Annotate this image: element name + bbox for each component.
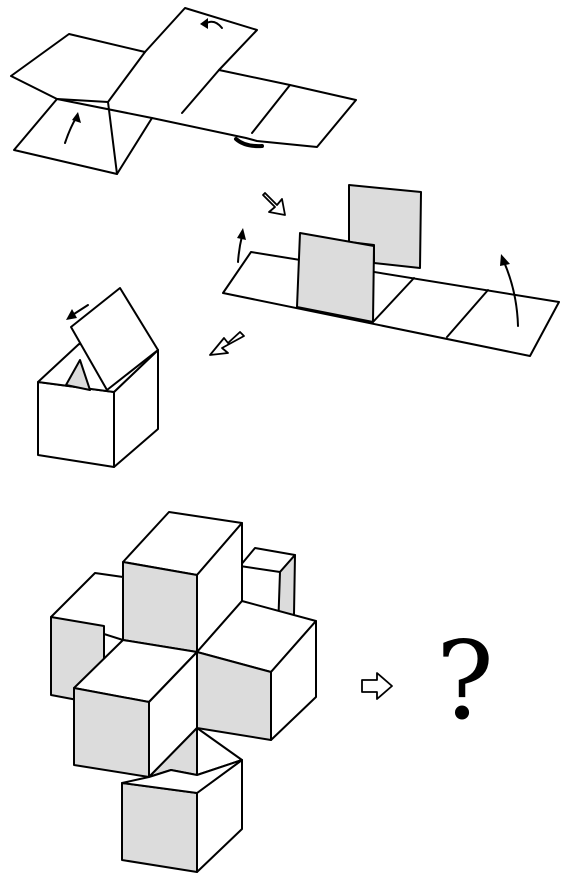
step-arrow-icon: [210, 332, 244, 355]
box-front-face: [38, 382, 114, 467]
cube-cross-assembly: [51, 512, 316, 872]
step-arrow-icon: [263, 193, 285, 215]
raised-face-front: [297, 233, 374, 322]
step-arrow-icon: [362, 673, 392, 699]
net-outline: [11, 8, 356, 174]
fold-arrow-icon: [237, 228, 246, 262]
fold-arrow-icon: [200, 18, 222, 29]
fold-arrow-icon: [65, 112, 81, 143]
box-with-open-lid: [38, 288, 158, 467]
cube-front-face: [74, 688, 149, 777]
fold-arrow-icon: [500, 254, 518, 326]
question-mark: ?: [430, 622, 500, 742]
net-fold-lines: [57, 52, 290, 174]
cube-front-face: [123, 562, 197, 652]
cube-front-face: [122, 783, 197, 872]
cube-net-flat: [11, 8, 356, 174]
net-torn-edge: [236, 139, 262, 146]
